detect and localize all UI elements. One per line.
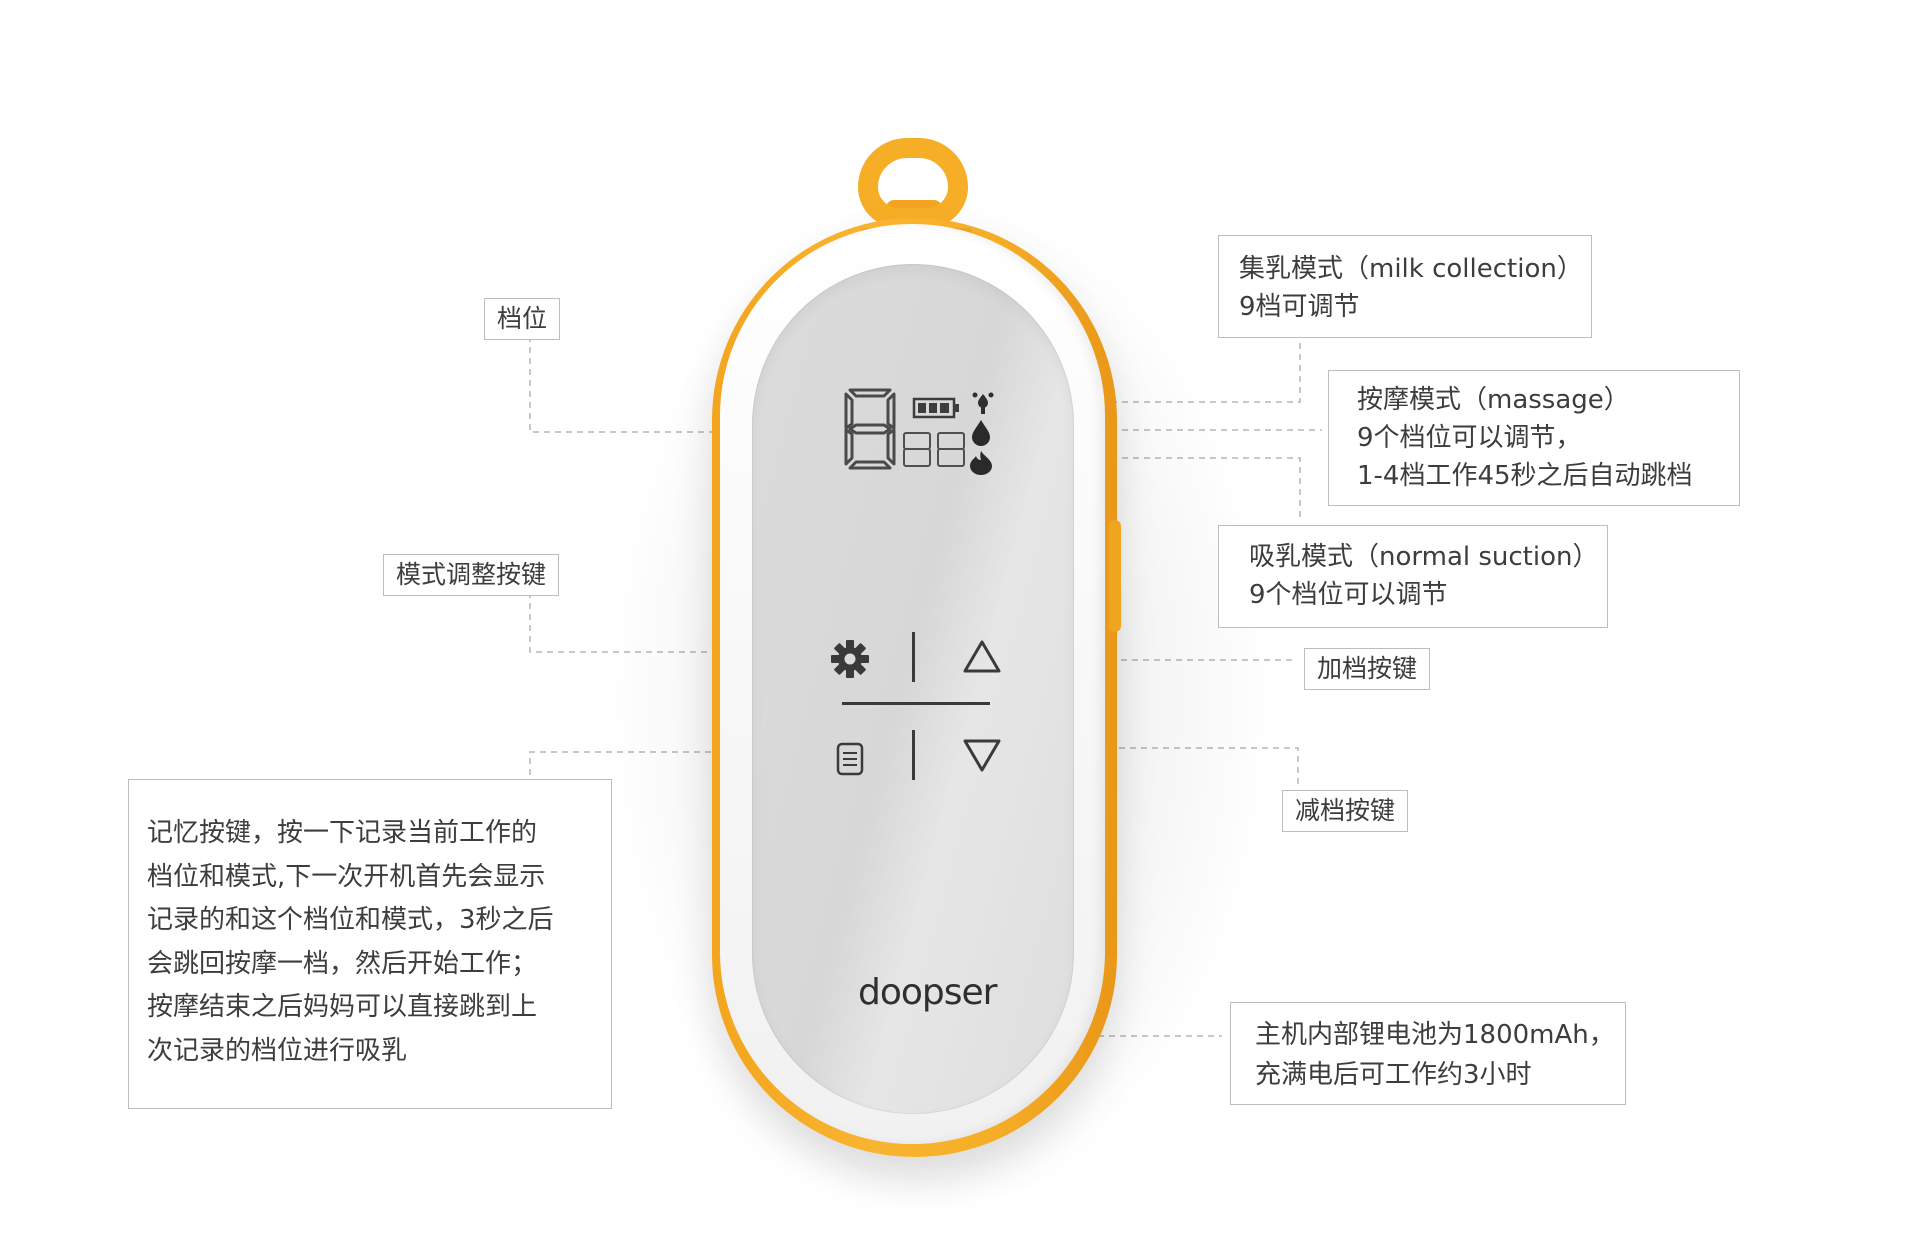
callout-line: 会跳回按摩一档，然后开始工作；	[147, 948, 538, 979]
down-triangle-icon[interactable]	[960, 736, 1004, 776]
callout-line: 记忆按键，按一下记录当前工作的	[147, 818, 538, 848]
callout-line: 充满电后可工作约3小时	[1255, 1060, 1532, 1090]
callout-line: 记录的和这个档位和模式，3秒之后	[147, 905, 554, 935]
callout-line: 次记录的档位进行吸乳	[147, 1035, 408, 1066]
callout-line: 吸乳模式（normal suction）	[1249, 542, 1599, 572]
battery-icon	[912, 397, 959, 419]
callout-text: 减档按键	[1295, 796, 1396, 825]
callout-line: 主机内部锂电池为1800mAh，	[1255, 1020, 1615, 1050]
memory-icon[interactable]	[834, 740, 868, 778]
callout-battery: 主机内部锂电池为1800mAh， 充满电后可工作约3小时	[1230, 1002, 1626, 1105]
flame-drop-icon	[970, 451, 992, 475]
callout-text: 档位	[497, 304, 548, 333]
brand-logo: doopser	[858, 972, 997, 1013]
callout-up-key: 加档按键	[1304, 648, 1431, 690]
gear-digit-display	[844, 388, 896, 470]
callout-gear-label: 档位	[484, 298, 561, 340]
callout-massage: 按摩模式（massage） 9个档位可以调节， 1-4档工作45秒之后自动跳档	[1328, 370, 1740, 506]
callout-line: 集乳模式（milk collection）	[1239, 254, 1583, 284]
callout-mode-key: 模式调整按键	[383, 554, 560, 596]
callout-milk-collection: 集乳模式（milk collection） 9档可调节	[1218, 235, 1592, 338]
callout-line: 9档可调节	[1239, 292, 1360, 322]
hook-ring	[858, 138, 968, 228]
leader-memory-key	[529, 751, 836, 775]
callout-memory-key: 记忆按键，按一下记录当前工作的 档位和模式,下一次开机首先会显示 记录的和这个档…	[128, 779, 612, 1109]
pad-divider-horizontal	[842, 702, 990, 705]
callout-line: 档位和模式,下一次开机首先会显示	[147, 861, 546, 892]
callout-normal-suction: 吸乳模式（normal suction） 9个档位可以调节	[1218, 525, 1608, 628]
gear-icon[interactable]	[828, 637, 872, 681]
callout-down-key: 减档按键	[1282, 790, 1409, 832]
up-triangle-icon[interactable]	[960, 637, 1004, 677]
callout-line: 1-4档工作45秒之后自动跳档	[1357, 461, 1693, 491]
spray-drop-icon	[972, 392, 994, 414]
pad-divider-vertical-top	[912, 632, 915, 682]
small-digits-display	[903, 432, 965, 467]
pad-divider-vertical-bottom	[912, 730, 915, 780]
drop-icon	[972, 420, 990, 446]
callout-line: 9个档位可以调节，	[1357, 423, 1582, 453]
callout-line: 按摩结束之后妈妈可以直接跳到上	[147, 992, 538, 1022]
callout-text: 加档按键	[1317, 654, 1418, 683]
callout-line: 9个档位可以调节	[1249, 580, 1448, 610]
callout-text: 模式调整按键	[396, 560, 547, 589]
side-power-button[interactable]	[1109, 520, 1121, 632]
callout-line: 按摩模式（massage）	[1357, 385, 1630, 415]
